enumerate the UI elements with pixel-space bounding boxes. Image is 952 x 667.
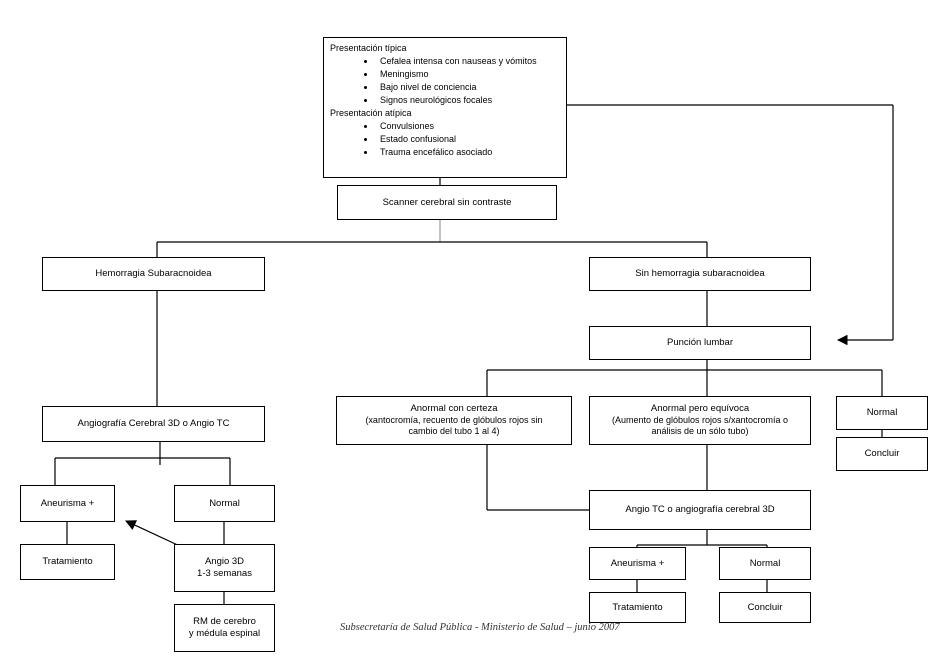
normal-bottom-box: Normal xyxy=(719,547,811,580)
anormal-equivoca-box: Anormal pero equívoca (Aumento de glóbul… xyxy=(589,396,811,445)
aneurisma-left-label: Aneurisma + xyxy=(40,497,95,509)
angio-left-label: Angiografía Cerebral 3D o Angio TC xyxy=(77,418,230,430)
anormal-certeza-box: Anormal con certeza (xantocromía, recuen… xyxy=(336,396,572,445)
presentation-box: Presentación típica Cefalea intensa con … xyxy=(323,37,567,178)
typical-title: Presentación típica xyxy=(330,43,407,53)
scanner-label: Scanner cerebral sin contraste xyxy=(382,196,512,208)
concluir-right-box: Concluir xyxy=(836,437,928,471)
anormal-certeza-title: Anormal con certeza xyxy=(410,403,498,415)
anormal-equivoca-sub: (Aumento de glóbulos rojos s/xantocromía… xyxy=(611,415,789,437)
tratamiento-left-label: Tratamiento xyxy=(42,556,93,568)
hsa-label: Hemorragia Subaracnoidea xyxy=(95,268,212,280)
scanner-box: Scanner cerebral sin contraste xyxy=(337,185,557,220)
angio-tc-right-label: Angio TC o angiografía cerebral 3D xyxy=(625,504,775,516)
tratamiento-right-box: Tratamiento xyxy=(589,592,686,623)
rm-line2: y médula espinal xyxy=(188,628,261,639)
angio-tc-right-box: Angio TC o angiografía cerebral 3D xyxy=(589,490,811,530)
tratamiento-right-label: Tratamiento xyxy=(612,601,663,613)
tratamiento-left-box: Tratamiento xyxy=(20,544,115,580)
list-item: Cefalea intensa con nauseas y vómitos xyxy=(376,55,537,68)
puncion-label: Punción lumbar xyxy=(666,337,733,349)
rm-line1: RM de cerebro xyxy=(193,616,256,628)
atypical-list: Convulsiones Estado confusional Trauma e… xyxy=(330,120,492,159)
list-item: Convulsiones xyxy=(376,120,492,133)
normal-right-box: Normal xyxy=(836,396,928,430)
concluir-right-label: Concluir xyxy=(864,448,900,460)
sin-hsa-label: Sin hemorragia subaracnoidea xyxy=(635,268,765,280)
aneurisma-right-box: Aneurisma + xyxy=(589,547,686,580)
typical-list: Cefalea intensa con nauseas y vómitos Me… xyxy=(330,55,537,107)
concluir-bottom-box: Concluir xyxy=(719,592,811,623)
puncion-box: Punción lumbar xyxy=(589,326,811,360)
angio3d-title: Angio 3D xyxy=(204,556,245,568)
arrow-angio3d-aneurisma xyxy=(125,520,185,549)
rm-box: RM de cerebro y médula espinal xyxy=(174,604,275,652)
footer-text: Subsecretaría de Salud Pública - Ministe… xyxy=(340,622,620,633)
list-item: Bajo nivel de conciencia xyxy=(376,81,537,94)
angio3d-sub: 1-3 semanas xyxy=(197,568,252,579)
list-item: Trauma encefálico asociado xyxy=(376,146,492,159)
list-item: Meningismo xyxy=(376,68,537,81)
hsa-box: Hemorragia Subaracnoidea xyxy=(42,257,265,291)
normal-left-box: Normal xyxy=(174,485,275,522)
normal-left-label: Normal xyxy=(209,497,240,509)
list-item: Estado confusional xyxy=(376,133,492,146)
sin-hsa-box: Sin hemorragia subaracnoidea xyxy=(589,257,811,291)
concluir-bottom-label: Concluir xyxy=(747,601,783,613)
anormal-equivoca-title: Anormal pero equívoca xyxy=(650,403,750,415)
angio3d-box: Angio 3D 1-3 semanas xyxy=(174,544,275,592)
normal-bottom-label: Normal xyxy=(749,557,781,569)
list-item: Signos neurológicos focales xyxy=(376,94,537,107)
aneurisma-right-label: Aneurisma + xyxy=(610,557,665,569)
anormal-certeza-sub: (xantocromía, recuento de glóbulos rojos… xyxy=(365,415,543,437)
aneurisma-left-box: Aneurisma + xyxy=(20,485,115,522)
angio-left-box: Angiografía Cerebral 3D o Angio TC xyxy=(42,406,265,442)
atypical-title: Presentación atípica xyxy=(330,108,412,118)
normal-right-label: Normal xyxy=(866,407,898,419)
